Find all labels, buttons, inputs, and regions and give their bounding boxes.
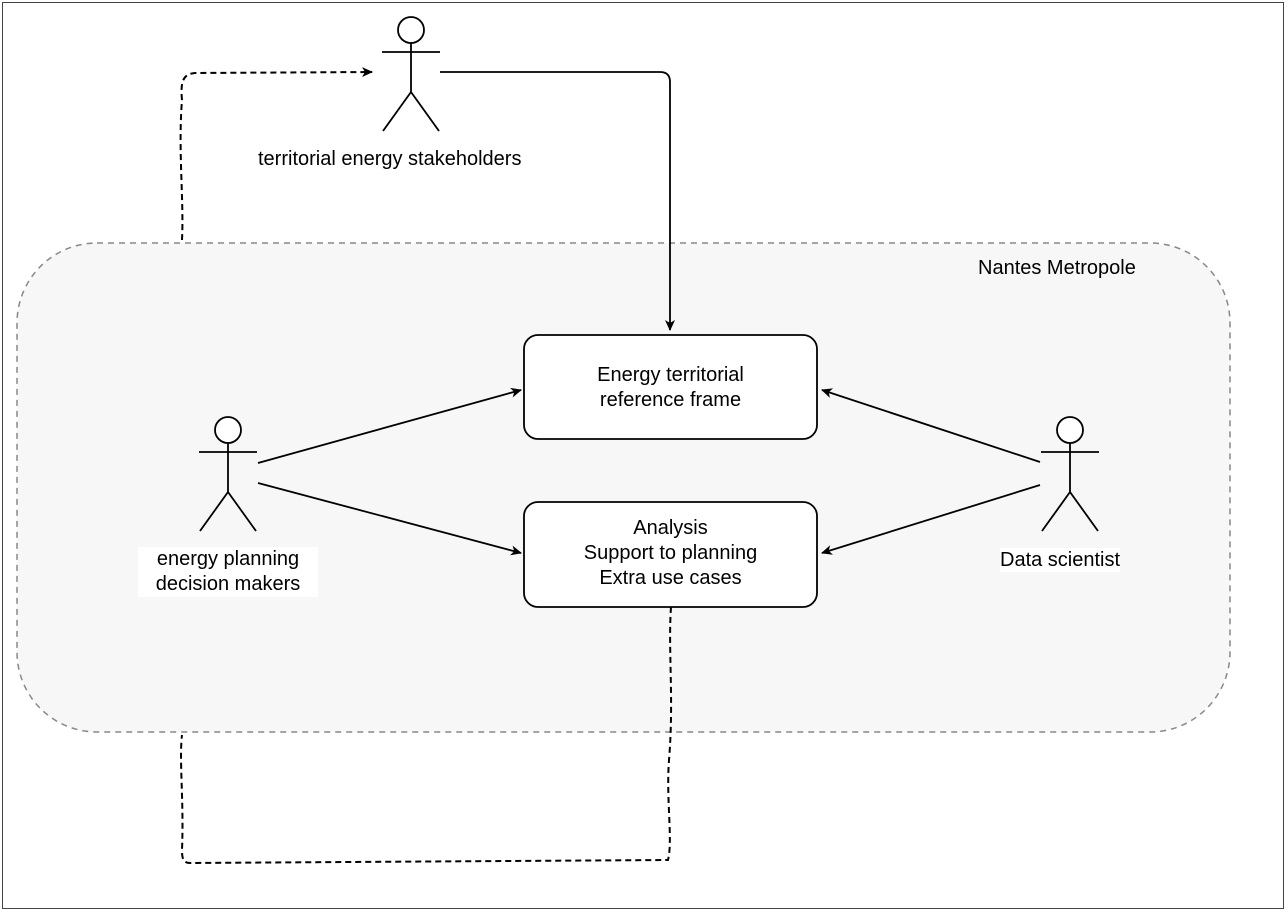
usecase-reference-frame-text: Energy territorial reference frame <box>524 363 817 413</box>
actor-decision-makers-line1: energy planning <box>156 548 300 570</box>
feedback-loop-bottom <box>180 606 673 865</box>
usecase-analysis-text: Analysis Support to planning Extra use c… <box>524 516 817 591</box>
usecase-analysis-line2: Support to planning <box>583 542 758 564</box>
actor-stakeholders-label: territorial energy stakeholders <box>258 147 522 171</box>
edge-decision-makers-to-analysis <box>257 482 522 556</box>
edge-data-scientist-to-analysis <box>821 484 1041 555</box>
boundary-label: Nantes Metropole <box>978 257 1136 279</box>
usecase-analysis-line1: Analysis <box>633 517 708 539</box>
usecase-analysis[interactable] <box>523 501 818 608</box>
actor-decision-makers-label: energy planning decision makers <box>138 547 318 597</box>
usecase-reference-line2: reference frame <box>599 389 742 411</box>
edge-data-scientist-to-reference <box>821 388 1041 463</box>
actor-stakeholders-icon <box>382 16 440 132</box>
actor-data-scientist-label: Data scientist <box>1000 548 1121 572</box>
feedback-loop-top <box>179 67 373 241</box>
usecase-reference-line1: Energy territorial <box>597 364 744 386</box>
actor-decision-makers-line2: decision makers <box>155 573 301 595</box>
actor-data-scientist-icon <box>1041 416 1099 532</box>
edge-stakeholders-to-reference <box>440 71 675 331</box>
usecase-reference-frame[interactable] <box>523 334 818 440</box>
edge-decision-makers-to-reference <box>257 387 522 464</box>
system-boundary <box>16 242 1231 733</box>
usecase-analysis-line3: Extra use cases <box>599 567 742 589</box>
actor-decision-makers-icon <box>199 416 257 532</box>
